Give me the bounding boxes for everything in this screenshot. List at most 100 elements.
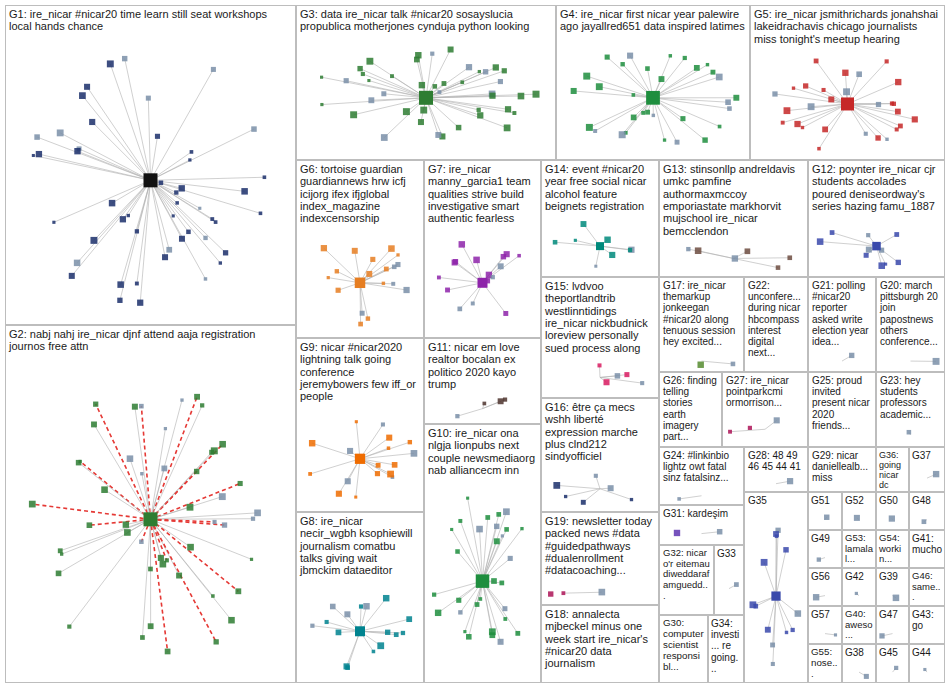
user-vertex [122,56,127,61]
group-label: G1: ire_nicar #nicar20 time learn still … [6,6,295,35]
user-vertex [180,398,183,401]
group-network [321,245,410,326]
user-vertex [659,76,665,82]
group-box: G40: aweso... [842,606,876,644]
user-vertex [241,188,248,195]
network-link [348,631,360,667]
user-vertex [160,561,167,568]
hub-vertex [478,278,488,288]
user-vertex [922,519,927,524]
user-vertex [501,254,506,259]
user-vertex [781,121,785,125]
user-vertex [148,567,153,572]
network-link [356,422,360,459]
user-vertex [448,47,454,53]
user-vertex [842,70,848,76]
group-label: G29: nicar daniellealb... miss [809,448,875,486]
user-vertex [219,493,226,500]
hub-vertex [771,591,780,600]
group-box: G22: unconfere... during nicar hbcompass… [744,277,808,372]
user-vertex [458,519,462,523]
user-vertex [855,592,858,595]
group-network [697,361,735,368]
group-network [911,358,940,365]
network-link [483,529,522,581]
user-vertex [808,103,815,110]
user-vertex [473,257,480,264]
network-link [426,98,507,128]
user-vertex [383,595,389,601]
user-vertex [889,515,895,521]
user-vertex [36,151,42,157]
group-label: G8: ire_nicar necir_wgbh ksophiewill jou… [297,513,423,579]
user-vertex [453,259,458,264]
network-link [363,74,426,98]
network-link [151,180,261,213]
group-network [817,230,901,269]
group-label: G47 [877,607,908,622]
hub-vertex [872,242,881,251]
network-link [848,103,894,104]
user-vertex [885,59,889,63]
user-vertex [631,115,637,121]
group-label: G10: ire_nicar ona nlgja lionpubs next c… [425,425,540,478]
network-link [483,581,501,642]
network-link [819,104,848,149]
group-box: G54: workin... [876,530,909,568]
network-link [96,404,151,519]
user-vertex [345,665,350,670]
user-vertex [854,515,860,521]
network-link [483,526,497,581]
network-link [783,104,848,123]
user-vertex [320,76,323,79]
user-vertex [394,632,399,637]
user-vertex [706,63,709,66]
user-vertex [745,248,751,254]
group-box: G43: go [909,606,945,644]
network-link [151,180,206,238]
user-vertex [219,261,222,264]
group-network [553,221,635,268]
user-vertex [783,547,788,552]
user-vertex [187,504,194,511]
user-vertex [93,402,98,407]
user-vertex [866,247,872,253]
network-link [848,82,899,104]
group-label: G12: poynter ire_nicar cjr students acco… [809,161,944,214]
user-vertex [120,216,126,222]
network-link [151,129,254,180]
network-link [60,133,150,180]
group-network [842,353,854,361]
network-link [448,283,483,290]
user-vertex [717,529,722,534]
group-box: G18: annalecta mjbeckel minus one week s… [541,605,659,683]
network-link [151,180,221,263]
network-link [151,180,213,219]
group-label: G4: ire_nicar first nicar year palewire … [557,6,749,35]
user-vertex [107,60,114,67]
network-link [360,69,426,98]
user-vertex [627,53,633,59]
group-box: G17: ire_nicar themarkup jonkeegan #nica… [659,277,744,372]
user-vertex [849,353,854,358]
user-vertex [219,441,226,448]
user-vertex [683,56,687,60]
user-vertex [211,594,215,598]
user-vertex [663,138,666,141]
user-vertex [391,282,395,286]
user-vertex [624,372,629,377]
group-label: G3: data ire_nicar talk #nicar20 sosaysl… [297,6,555,35]
network-link [151,483,241,519]
group-label: G42 [843,569,875,584]
group-label: G31: kardeşim [660,506,743,521]
network-link [776,550,786,596]
group-box: G36: going nicar dc [876,447,909,492]
user-vertex [515,631,520,636]
user-vertex [483,69,488,74]
user-vertex [235,588,241,594]
user-vertex [91,422,97,428]
group-network [308,420,417,498]
user-vertex [628,248,632,252]
user-vertex [503,398,507,402]
user-vertex [933,471,939,477]
